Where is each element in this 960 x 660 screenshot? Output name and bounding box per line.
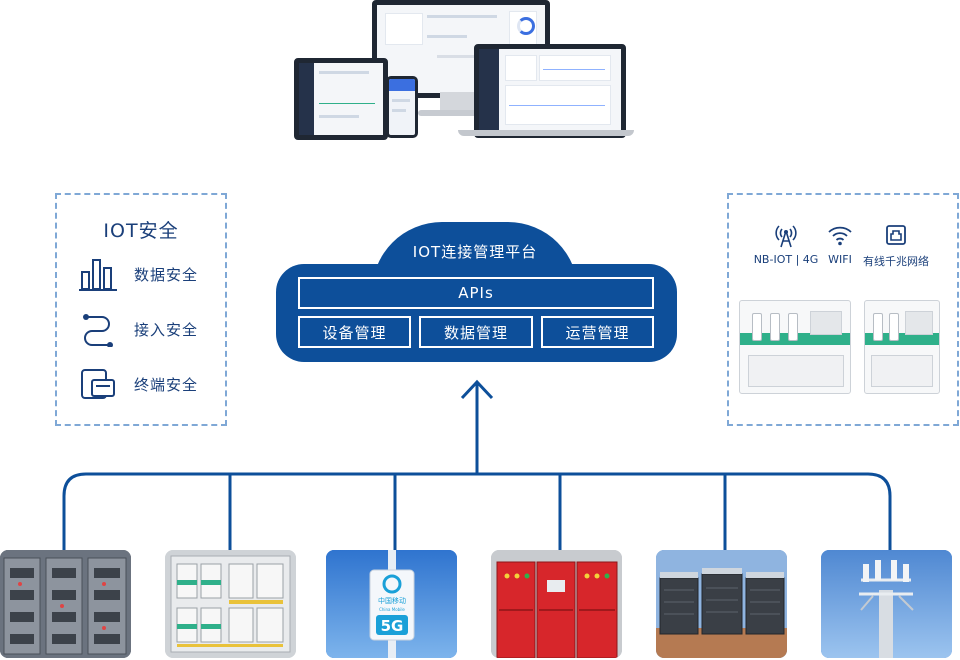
laptop	[474, 44, 626, 138]
security-item-terminal: 终端安全	[78, 364, 198, 404]
module-data-management: 数据管理	[419, 316, 533, 348]
network-item-nbiot: NB-IOT | 4G	[748, 222, 824, 266]
security-item-access: 接入安全	[78, 309, 198, 349]
ethernet-icon	[856, 222, 936, 251]
fire-cabinet-icon	[491, 550, 622, 658]
breaker-panel-icon	[165, 550, 296, 658]
photo-5g-sign: 中国移动 China Mobile 5G	[326, 550, 457, 658]
photo-switchgear	[0, 550, 131, 658]
card-device-icon	[78, 364, 118, 404]
photo-red-cabinet	[491, 550, 622, 658]
network-item-label: WIFI	[828, 253, 852, 266]
photo-hvac-units	[656, 550, 787, 658]
platform-title: IOT连接管理平台	[412, 243, 538, 261]
laptop-base	[458, 130, 634, 136]
security-item-label: 数据安全	[134, 265, 199, 284]
photo-5g-sign-cn: 中国移动	[378, 596, 406, 605]
bus-line	[62, 472, 892, 552]
switchgear-icon	[0, 550, 131, 658]
photo-5g-sign-en: China Mobile	[379, 607, 405, 612]
monitor-base	[418, 110, 498, 116]
security-panel-title: IOT安全	[103, 220, 179, 242]
security-item-data: 数据安全	[78, 254, 198, 294]
antenna-icon	[748, 222, 824, 251]
network-item-wifi: WIFI	[820, 222, 860, 266]
5g-sign-icon: 中国移动 China Mobile 5G	[326, 550, 457, 658]
tablet	[294, 58, 388, 140]
phone	[386, 76, 418, 138]
bar-chart-icon	[78, 254, 118, 294]
security-panel	[55, 193, 227, 426]
security-item-label: 终端安全	[134, 375, 199, 394]
device-mockups	[290, 0, 635, 140]
module-operations-management: 运营管理	[541, 316, 654, 348]
network-item-wired: 有线千兆网络	[856, 222, 936, 269]
security-item-label: 接入安全	[134, 320, 199, 339]
photo-breaker-panel	[165, 550, 296, 658]
wifi-icon	[820, 222, 860, 251]
route-icon	[78, 309, 118, 349]
iot-platform	[276, 264, 677, 362]
up-arrow-head	[460, 379, 494, 400]
breaker-device-small	[864, 300, 940, 394]
network-panel	[727, 193, 959, 426]
apis-box: APIs	[298, 277, 654, 309]
breaker-device-large	[739, 300, 851, 394]
module-device-management: 设备管理	[298, 316, 411, 348]
photo-5g-sign-5g: 5G	[381, 617, 404, 635]
network-item-label: NB-IOT | 4G	[753, 253, 819, 266]
cell-tower-icon	[821, 550, 952, 658]
monitor-stand	[440, 92, 476, 112]
photo-cell-tower	[821, 550, 952, 658]
network-item-label: 有线千兆网络	[863, 255, 929, 268]
hvac-unit-icon	[656, 550, 787, 658]
